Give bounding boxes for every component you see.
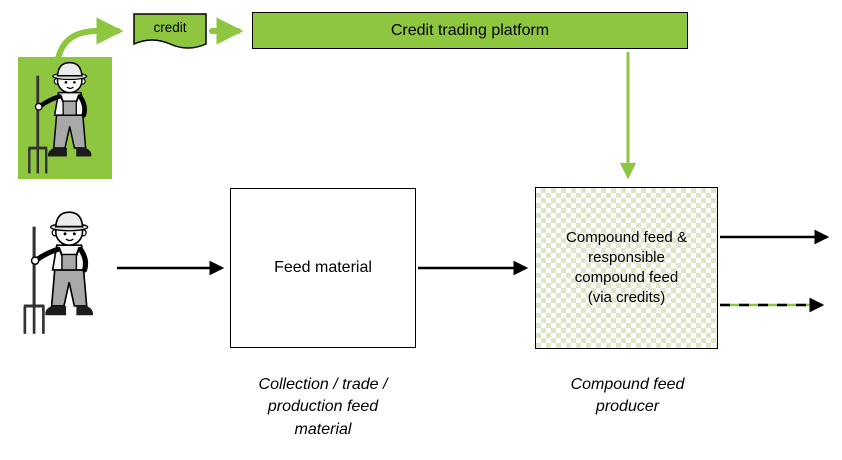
farmer-head (52, 61, 88, 94)
farmer-with-pitchfork-icon (28, 61, 92, 174)
farmer-body (30, 244, 93, 316)
compound-feed-box: Compound feed & responsible compound fee… (535, 187, 718, 349)
pitchfork-icon (23, 226, 45, 334)
caption-collection-trade-production: Collection / trade / production feed mat… (258, 376, 388, 438)
farmer-body (34, 91, 92, 157)
farmer-feed-supplier (14, 206, 114, 340)
farmer-credit-seller (18, 57, 112, 179)
feed-material-box: Feed material (230, 188, 416, 348)
compound-feed-label: Compound feed & responsible compound fee… (566, 228, 687, 307)
caption-compound-feed-producer: Compound feed producer (570, 376, 685, 416)
credit-trading-platform-label: Credit trading platform (390, 21, 550, 39)
credit-trading-platform-box: Credit trading platform (252, 12, 688, 49)
feed-material-label: Feed material (274, 259, 372, 276)
farmer-head (49, 211, 89, 246)
pitchfork-icon (28, 75, 48, 174)
credit-note-label: credit (153, 20, 187, 35)
farmer-with-pitchfork-icon (23, 211, 93, 334)
